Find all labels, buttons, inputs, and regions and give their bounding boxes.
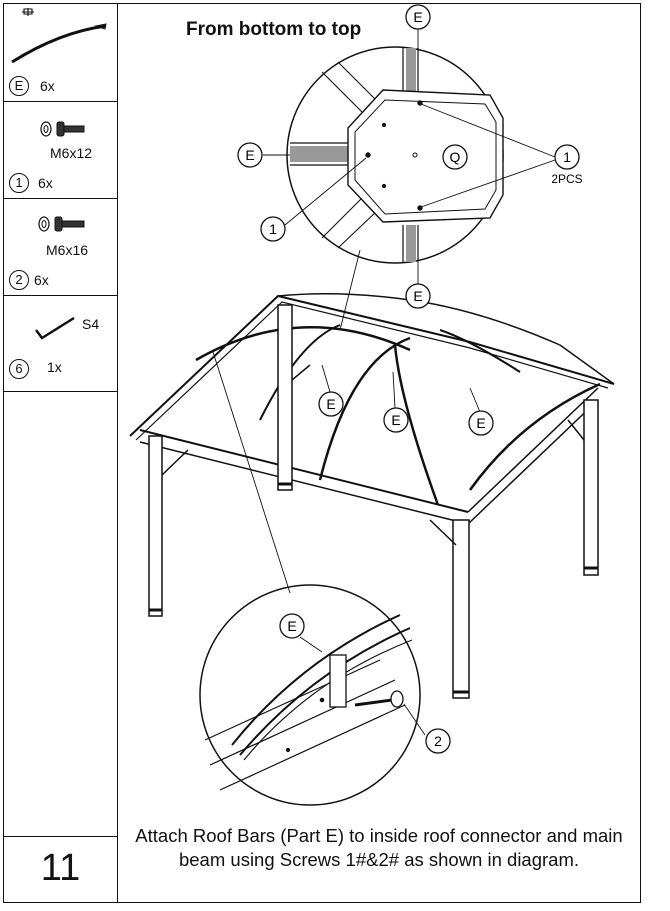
svg-text:E: E [245,147,254,163]
part-id-badge: 2 [9,270,29,290]
beam-connection-detail [199,584,421,806]
svg-text:E: E [413,288,422,304]
gazebo-drawing [129,293,615,699]
step-cell: 11 [4,836,117,902]
part-id-badge: 6 [9,359,29,379]
callout-screw-2: 2 [425,728,451,754]
instruction-text: Attach Roof Bars (Part E) to inside roof… [135,825,623,870]
callout-e-bottom: E [405,283,431,309]
hex-key-icon [35,316,75,340]
callout-e-left: E [237,142,263,168]
parts-sidebar: E 6x M6x12 1 6x M6x16 2 6x S4 6 1x 11 [4,4,118,902]
roof-bar-icon [11,8,107,64]
leader-lines [212,29,556,736]
part-cell-2: M6x16 2 6x [4,199,117,296]
page-heading: From bottom to top [186,19,362,40]
svg-text:E: E [413,9,422,25]
part-qty: 6x [38,175,53,191]
callout-e-arch-2: E [383,407,409,433]
screw-set-icon [40,121,85,137]
top-connector-detail [286,46,504,264]
callout-screw-1-left: 1 [260,216,286,242]
svg-text:E: E [287,618,296,634]
part-spec: M6x16 [46,242,89,258]
part-cell-1: M6x12 1 6x [4,102,117,199]
part-cell-e: E 6x [4,4,117,102]
svg-text:E: E [391,412,400,428]
callout-e-arch-3: E [468,410,494,436]
part-qty: 1x [47,359,62,375]
part-cell-6: S4 6 1x [4,296,117,392]
svg-text:1: 1 [269,221,277,237]
callout-screw-1-right: 1 2PCS [551,144,583,186]
pcs-note: 2PCS [551,172,582,186]
part-spec: S4 [82,316,100,332]
svg-text:Q: Q [450,149,461,165]
callout-q: Q [442,144,468,170]
part-qty: 6x [40,78,55,94]
callout-e-arch-1: E [318,391,344,417]
screw-set-icon [38,216,85,232]
svg-text:2: 2 [434,733,442,749]
instruction-page: E 6x M6x12 1 6x M6x16 2 6x S4 6 1x 11 [3,3,641,903]
part-qty: 6x [34,272,49,288]
part-spec: M6x12 [50,145,93,161]
svg-text:E: E [476,415,485,431]
part-id-badge: E [9,76,29,96]
svg-text:E: E [326,396,335,412]
step-number: 11 [40,847,81,889]
callout-e-top: E [405,4,431,30]
svg-text:1: 1 [563,149,571,165]
part-id-badge: 1 [9,173,29,193]
callout-e-detail: E [279,613,305,639]
